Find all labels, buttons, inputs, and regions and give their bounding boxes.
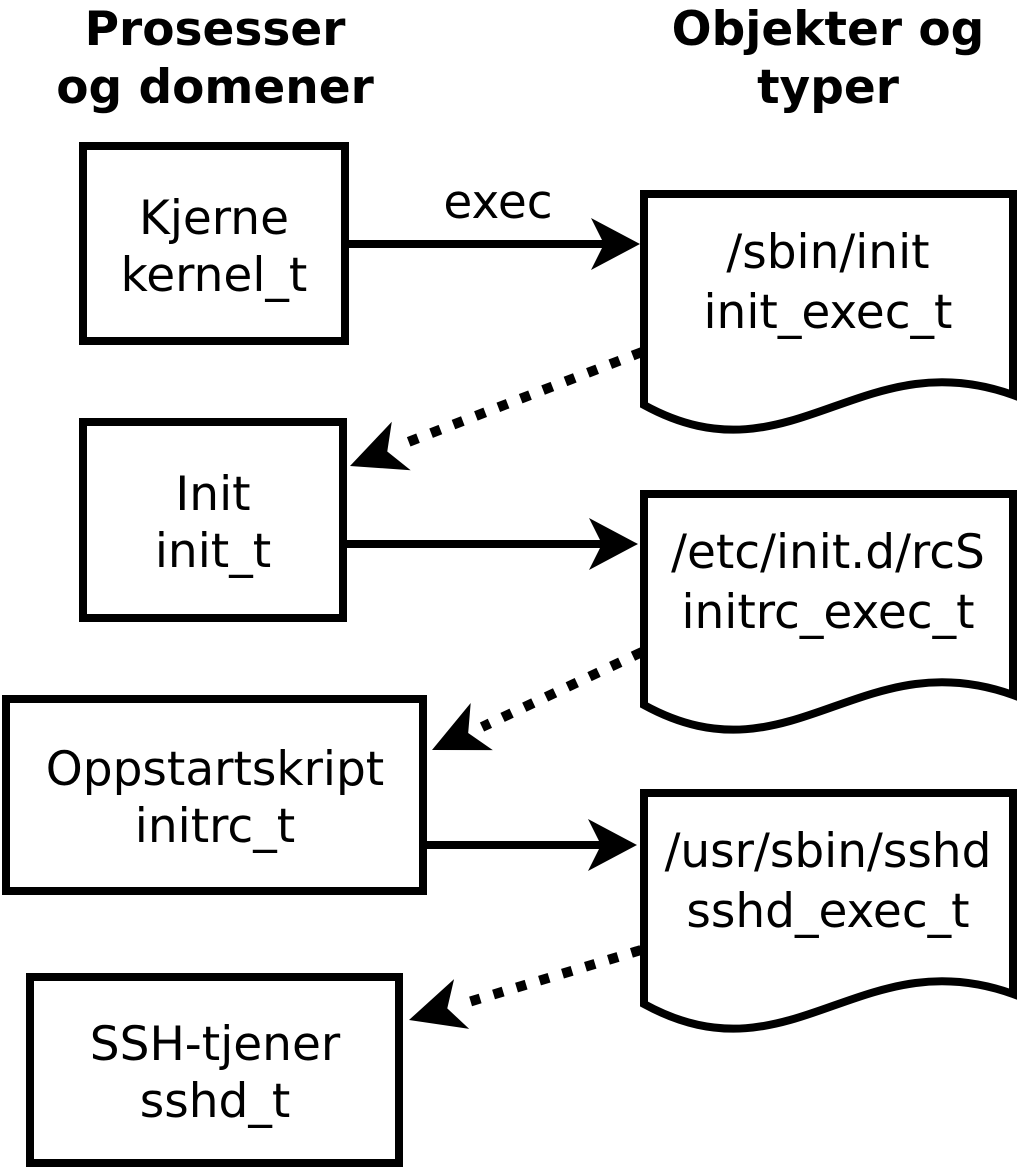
process-initrc-domain: initrc_t — [135, 799, 295, 854]
header-objects-line1: Objekter og — [672, 2, 985, 57]
object-sbin-init-path: /sbin/init — [726, 225, 929, 280]
exec-arrow-label: exec — [443, 175, 552, 230]
header-processes-line2: og domener — [56, 60, 374, 115]
transition-arrow-1-head-icon — [350, 421, 411, 471]
process-box-init: Init init_t — [79, 418, 347, 622]
column-header-objects: Objekter og typer — [672, 2, 985, 115]
header-objects-line2: typer — [757, 60, 900, 115]
exec-arrow-init-to-rcs — [347, 518, 638, 570]
transition-arrow-sshdexec-to-sshd — [409, 945, 643, 1029]
transition-arrow-2-head-icon — [432, 703, 493, 751]
object-initd-rcs-type: initrc_exec_t — [681, 585, 974, 640]
transition-arrow-2-line — [479, 647, 645, 732]
transition-arrow-rcs-to-initrc — [432, 647, 645, 751]
object-doc-usr-sbin-sshd: /usr/sbin/sshd sshd_exec_t — [640, 789, 1017, 1033]
transition-arrow-3-line — [460, 945, 643, 1009]
process-initrc-label: Oppstartskript — [46, 742, 384, 797]
exec-arrow-kernel-to-sbin-init: exec — [349, 175, 640, 270]
process-box-kernel: Kjerne kernel_t — [79, 142, 349, 345]
process-sshd-label: SSH-tjener — [90, 1017, 341, 1072]
process-init-label: Init — [175, 467, 250, 522]
object-initd-rcs-path: /etc/init.d/rcS — [671, 525, 985, 580]
exec-arrow-2-head-icon — [589, 518, 638, 570]
process-box-sshd-rect — [26, 973, 403, 1167]
object-doc-initd-rcs: /etc/init.d/rcS initrc_exec_t — [640, 490, 1017, 734]
transition-arrow-sbin-init-to-init — [350, 347, 644, 471]
process-sshd-domain: sshd_t — [140, 1074, 291, 1129]
process-box-initrc-rect — [2, 695, 427, 895]
process-box-kernel-rect — [79, 142, 349, 345]
transition-arrow-3-head-icon — [409, 979, 470, 1029]
document-shape-initd-rcs — [640, 490, 1017, 734]
exec-arrow-3-head-icon — [588, 819, 637, 871]
object-usr-sbin-sshd-path: /usr/sbin/sshd — [665, 824, 992, 879]
object-usr-sbin-sshd-type: sshd_exec_t — [686, 884, 969, 939]
process-box-sshd: SSH-tjener sshd_t — [26, 973, 403, 1167]
column-header-processes: Prosesser og domener — [56, 2, 374, 115]
document-shape-sbin-init — [640, 190, 1017, 434]
transition-arrow-1-line — [401, 347, 644, 449]
process-kernel-label: Kjerne — [139, 191, 289, 246]
exec-arrow-1-head-icon — [591, 218, 640, 270]
header-processes-line1: Prosesser — [85, 2, 347, 57]
process-box-initrc: Oppstartskript initrc_t — [2, 695, 427, 895]
exec-arrow-initrc-to-sshd — [427, 819, 637, 871]
object-sbin-init-type: init_exec_t — [704, 285, 953, 340]
object-doc-sbin-init: /sbin/init init_exec_t — [640, 190, 1017, 434]
process-kernel-domain: kernel_t — [121, 248, 308, 303]
process-box-init-rect — [79, 418, 347, 622]
document-shape-usr-sbin-sshd — [640, 789, 1017, 1033]
process-init-domain: init_t — [155, 524, 271, 579]
